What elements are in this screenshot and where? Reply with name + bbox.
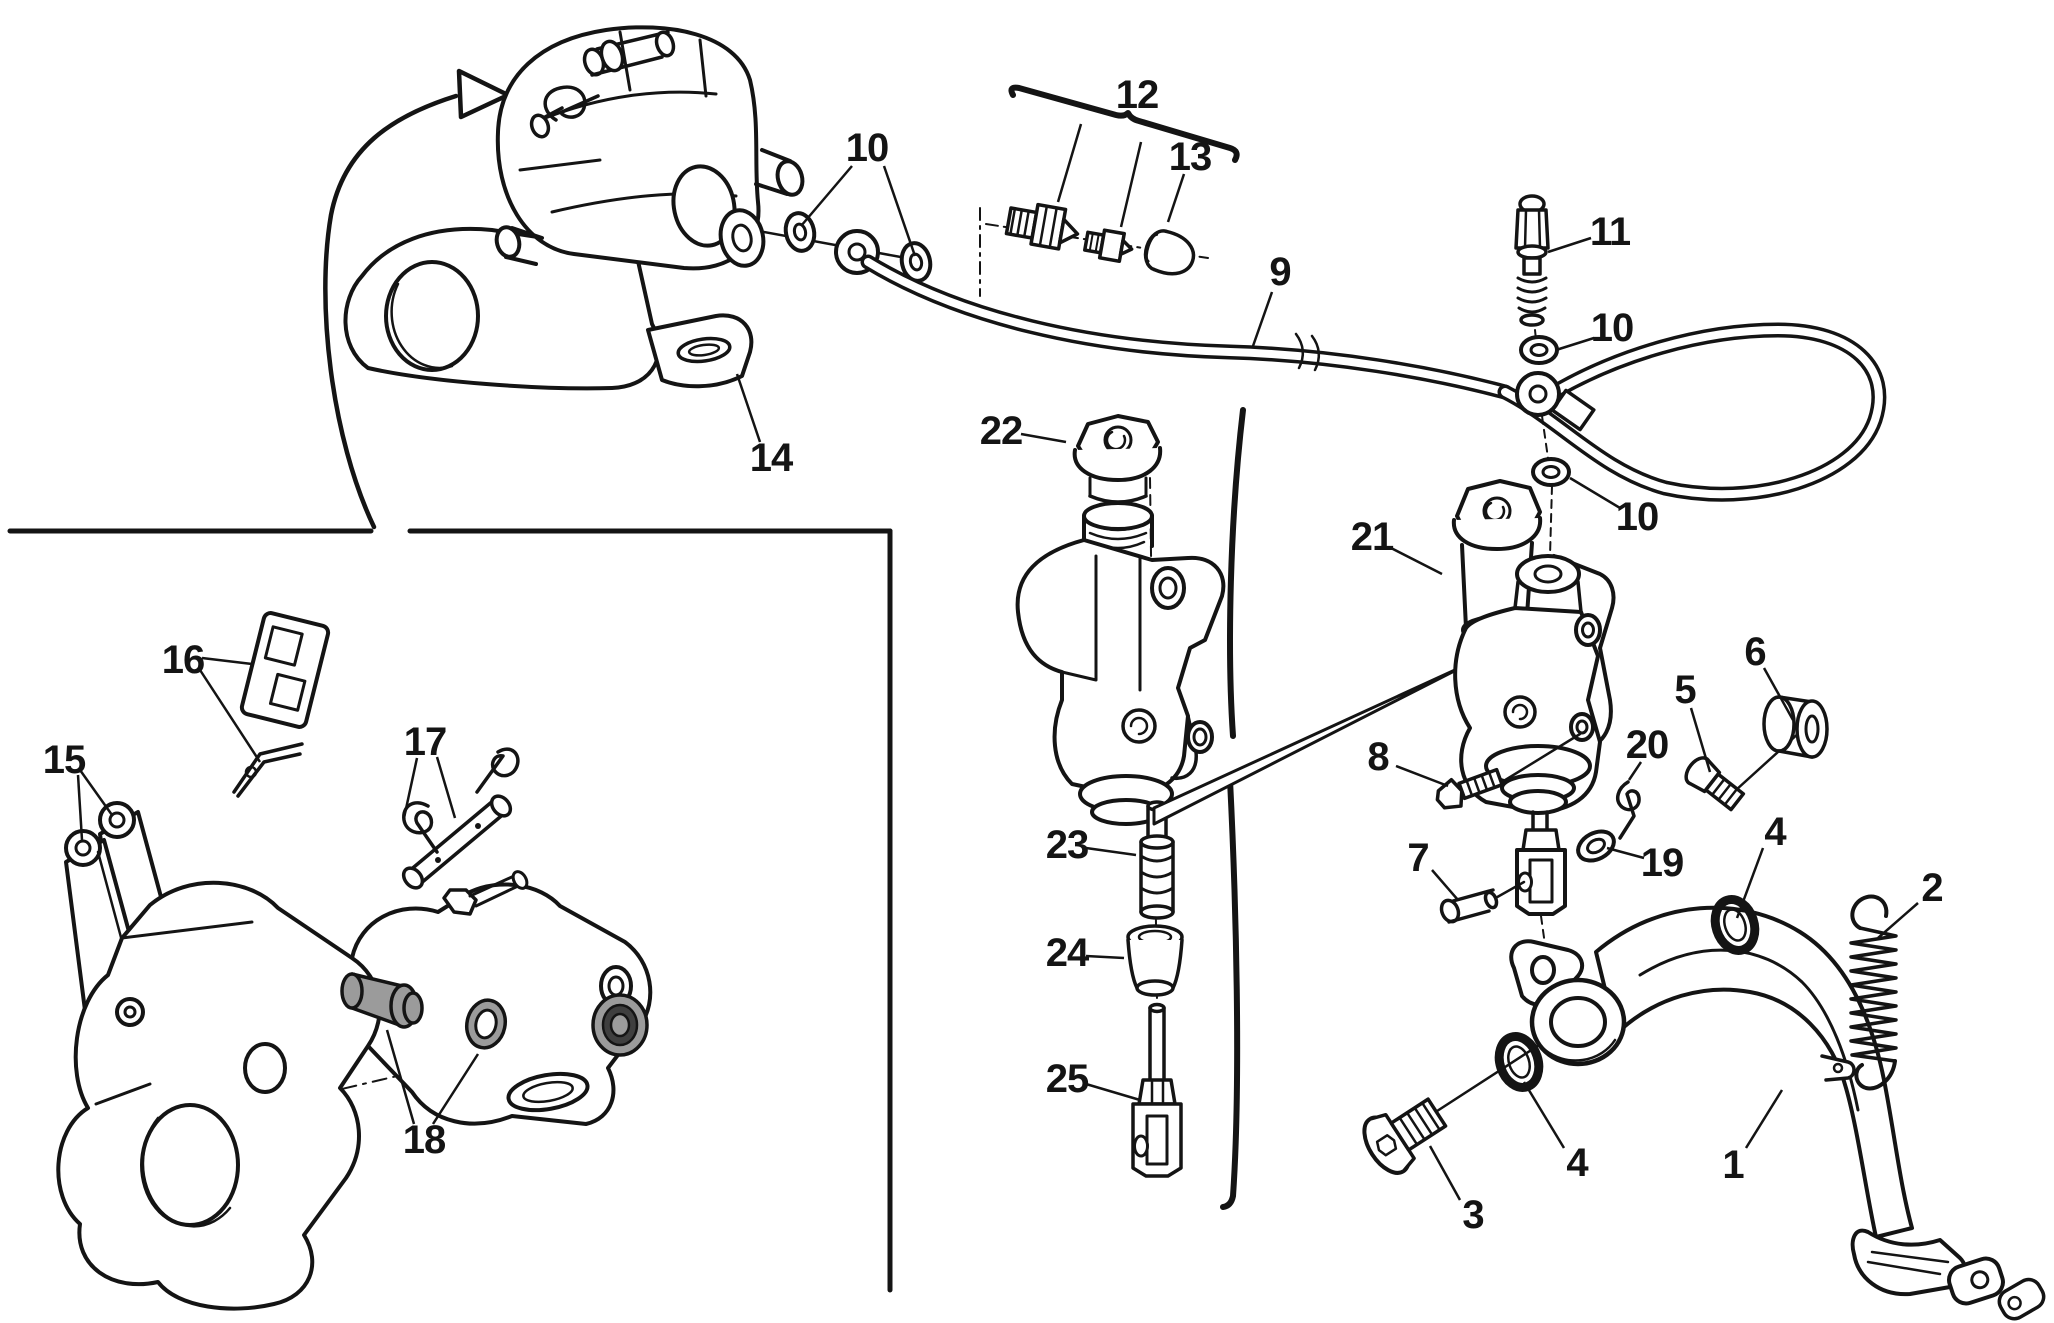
callout-8: 8 bbox=[1367, 735, 1389, 779]
dust-boot-drawing bbox=[1126, 924, 1184, 997]
reservoir-cap-drawing bbox=[1072, 414, 1163, 504]
callout-24: 24 bbox=[1045, 931, 1089, 975]
clevis-pin-drawing bbox=[1439, 888, 1499, 924]
callout-17: 17 bbox=[403, 720, 447, 764]
callout-7: 7 bbox=[1407, 836, 1429, 880]
safety-clip-drawing bbox=[1616, 780, 1641, 840]
pivot-bolt-drawing bbox=[1362, 1097, 1448, 1175]
callout-19: 19 bbox=[1640, 841, 1684, 885]
callout-21: 21 bbox=[1350, 515, 1394, 559]
callout-2: 2 bbox=[1921, 866, 1943, 910]
callout-5: 5 bbox=[1674, 668, 1696, 712]
slide-bushing2-highlighted bbox=[591, 993, 649, 1057]
bleed-valve-and-washers bbox=[1514, 194, 1571, 557]
inset-detail-box bbox=[7, 528, 893, 1293]
section-divider-line bbox=[1152, 407, 1470, 1210]
callout-11: 11 bbox=[1589, 210, 1631, 254]
callout-4b: 4 bbox=[1566, 1141, 1588, 1185]
slide-seal-highlighted bbox=[465, 998, 507, 1050]
bolt-and-spacer-drawing bbox=[1684, 695, 1829, 812]
callout-9: 9 bbox=[1269, 250, 1291, 294]
rear-master-cylinder-drawing bbox=[1435, 479, 1641, 953]
slide-bushing-highlighted bbox=[340, 972, 424, 1029]
callout-10c: 10 bbox=[1615, 495, 1659, 539]
callout-14: 14 bbox=[749, 436, 793, 480]
spacer-roller-drawing bbox=[1762, 695, 1829, 759]
callout-3: 3 bbox=[1462, 1193, 1484, 1237]
master-cylinder-exploded-drawing bbox=[1015, 414, 1226, 1178]
pad-retainer-clip-drawing bbox=[232, 611, 331, 798]
callout-20: 20 bbox=[1625, 723, 1669, 767]
callout-22: 22 bbox=[979, 409, 1023, 453]
callout-6: 6 bbox=[1744, 630, 1766, 674]
callout-4a: 4 bbox=[1764, 810, 1786, 854]
callout-25: 25 bbox=[1045, 1057, 1089, 1101]
callout-10b: 10 bbox=[1590, 306, 1634, 350]
rear-caliper-assembly-drawing bbox=[343, 25, 930, 391]
callout-12: 12 bbox=[1115, 73, 1159, 117]
pad-pin-and-clips-drawing bbox=[401, 747, 520, 890]
callout-18: 18 bbox=[402, 1118, 446, 1162]
callout-23: 23 bbox=[1045, 823, 1089, 867]
callout-13: 13 bbox=[1168, 135, 1212, 179]
banjo-washers-caliper bbox=[783, 211, 933, 283]
caliper-halves-exploded-drawing bbox=[56, 870, 653, 1311]
callout-1: 1 bbox=[1722, 1143, 1744, 1187]
pivot-orings-and-bolt bbox=[1362, 895, 1760, 1175]
rotation-arrow bbox=[323, 68, 511, 530]
brake-hose-drawing bbox=[860, 254, 1887, 502]
hose-fittings-drawing bbox=[979, 84, 1240, 297]
bleed-valve-cap-drawing bbox=[1143, 229, 1196, 276]
callout-15: 15 bbox=[42, 738, 86, 782]
brake-pedal-drawing bbox=[1398, 905, 2046, 1321]
callout-16: 16 bbox=[161, 638, 205, 682]
callout-10a: 10 bbox=[845, 126, 889, 170]
pushrod-drawing bbox=[1131, 1002, 1183, 1178]
